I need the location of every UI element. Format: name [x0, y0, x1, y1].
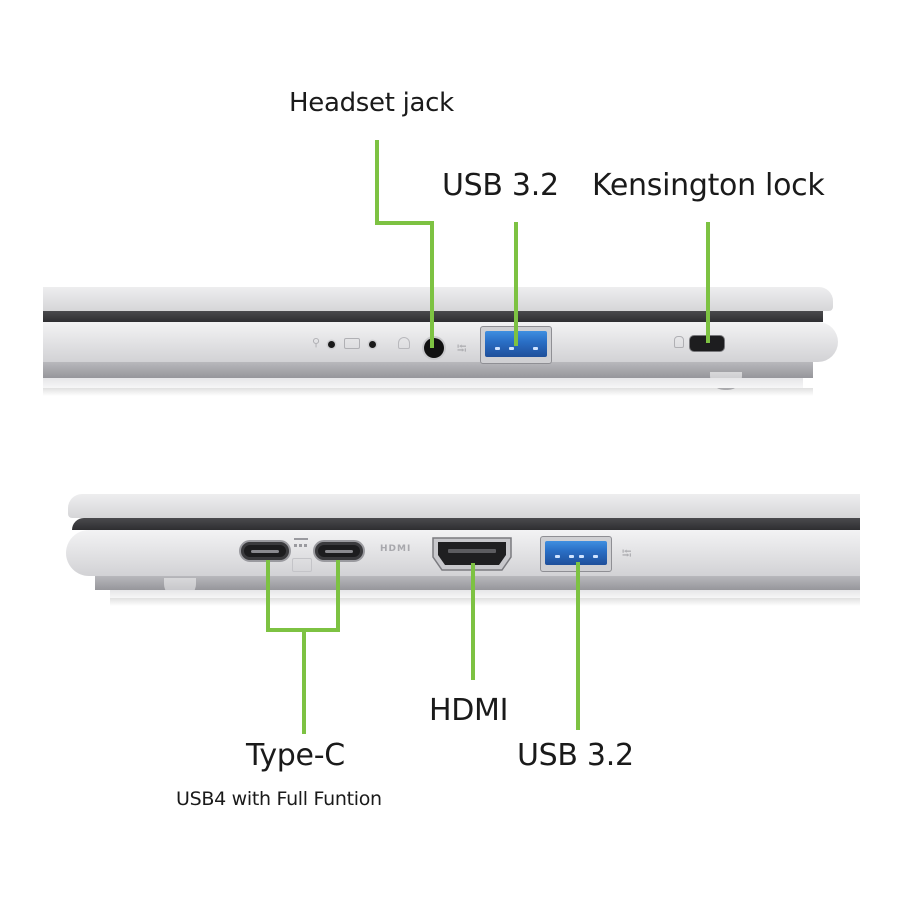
callout-line-headset-c [430, 221, 434, 348]
label-usb-3-2-bottom: USB 3.2 [517, 738, 634, 773]
base-edge [110, 590, 860, 598]
battery-indicator-icon [344, 338, 360, 349]
callout-line-kensington [706, 222, 710, 343]
usb-symbol-icon: ⭿ [453, 343, 469, 353]
callout-line-typec-right [336, 560, 340, 632]
lid-edge [43, 287, 833, 311]
usb-symbol-icon: ⭿ [618, 548, 634, 558]
lock-icon [674, 336, 684, 348]
base-edge [43, 378, 803, 388]
label-kensington-lock: Kensington lock [592, 168, 825, 203]
power-led [328, 341, 335, 348]
shadow [43, 388, 813, 396]
thunderbolt-dots [294, 544, 308, 547]
headset-jack-port [424, 338, 444, 358]
laptop-left-side-view: HDMI ⭿ [0, 450, 900, 630]
usb4-marking [292, 558, 312, 572]
shadow [110, 598, 860, 606]
laptop-right-side-view: ⚲ ⭿ [0, 0, 900, 420]
label-usb-3-2-top: USB 3.2 [442, 168, 559, 203]
chassis-underside [95, 576, 860, 590]
lid-edge [68, 494, 860, 518]
headset-icon [398, 337, 410, 349]
chassis-underside [43, 362, 813, 378]
callout-line-typec-stem [302, 628, 306, 734]
label-headset-jack: Headset jack [289, 88, 454, 118]
label-type-c-subtitle: USB4 with Full Funtion [176, 788, 382, 810]
callout-line-typec-left [266, 560, 270, 632]
label-hdmi: HDMI [429, 693, 509, 728]
hdmi-port [432, 537, 512, 571]
callout-line-usb-bottom [576, 562, 580, 730]
usb-c-port-1 [239, 540, 291, 562]
label-type-c: Type-C [246, 738, 345, 773]
thunderbolt-marking [294, 538, 308, 540]
usb-c-port-2 [313, 540, 365, 562]
callout-line-headset-a [375, 140, 379, 225]
hdmi-logo: HDMI [380, 544, 412, 554]
power-indicator-icon: ⚲ [312, 336, 321, 349]
callout-line-usb-top [514, 222, 518, 346]
callout-line-headset-b [375, 221, 434, 225]
callout-line-hdmi [471, 563, 475, 680]
lid-seam [72, 518, 860, 530]
battery-led [369, 341, 376, 348]
